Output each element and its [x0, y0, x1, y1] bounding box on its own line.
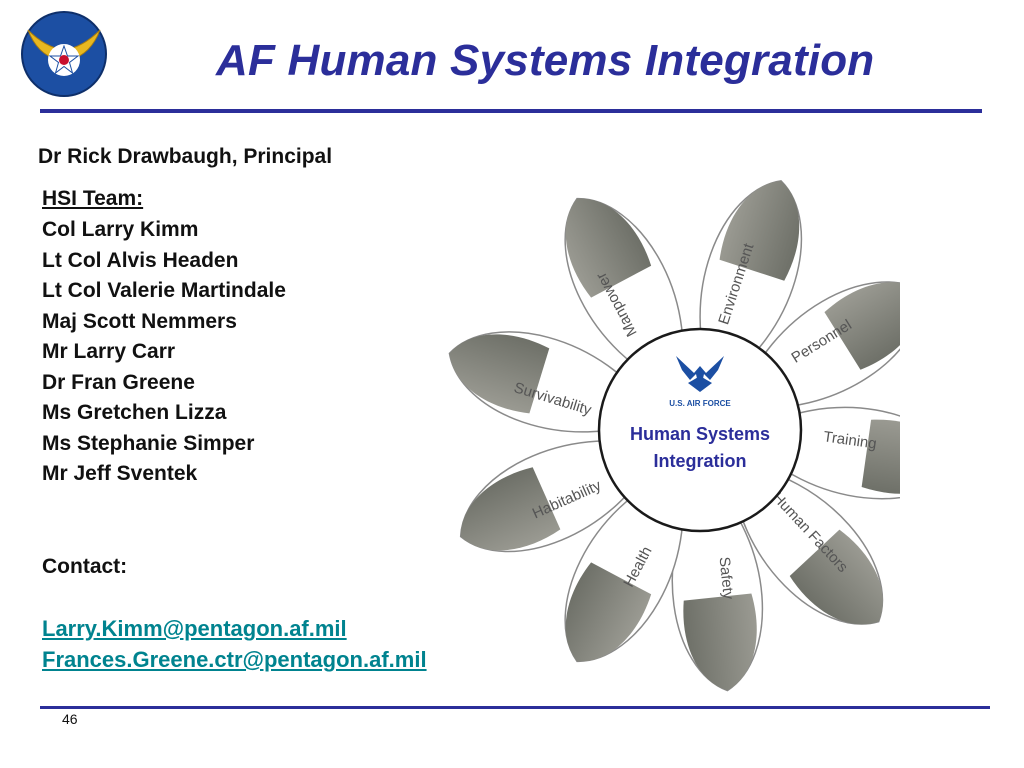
contact-label: Contact: — [42, 555, 128, 578]
hsi-team-section: HSI Team: Col Larry Kimm Lt Col Alvis He… — [42, 185, 286, 490]
petal-photo — [719, 180, 800, 281]
team-member: Lt Col Valerie Martindale — [42, 279, 286, 302]
center-label: Human Systems Integration — [600, 421, 800, 475]
petal-photo — [449, 334, 550, 414]
petal-photo — [565, 198, 652, 298]
page-number: 46 — [62, 711, 78, 727]
center-label-line1: Human Systems — [629, 424, 771, 444]
team-member: Ms Gretchen Lizza — [42, 401, 227, 424]
petal-photo — [565, 562, 652, 662]
team-member: Mr Larry Carr — [42, 340, 176, 363]
team-member: Ms Stephanie Simper — [42, 431, 255, 455]
us-air-force-wings-icon — [676, 356, 724, 392]
petal-photo — [460, 467, 561, 551]
petal-label-safety: Safety — [715, 556, 736, 601]
team-member: Maj Scott Nemmers — [42, 309, 237, 333]
center-label-line2: Integration — [653, 451, 747, 471]
air-force-logo-text: U.S. AIR FORCE — [669, 399, 731, 408]
team-member: Mr Jeff Sventek — [42, 462, 198, 485]
team-member: Dr Fran Greene — [42, 370, 195, 394]
email-link-kimm[interactable]: Larry.Kimm@pentagon.af.mil — [42, 616, 347, 641]
principal-name: Dr Rick Drawbaugh, Principal — [38, 145, 333, 168]
petal-photo — [861, 419, 900, 494]
team-heading: HSI Team: — [42, 187, 144, 210]
contact-links: Larry.Kimm@pentagon.af.mil Frances.Green… — [42, 613, 427, 675]
page-title: AF Human Systems Integration — [216, 36, 875, 85]
header-divider — [40, 109, 982, 113]
army-air-forces-roundel-icon — [21, 11, 107, 97]
email-link-greene[interactable]: Frances.Greene.ctr@pentagon.af.mil — [42, 647, 427, 672]
footer-divider — [40, 706, 990, 709]
team-member: Col Larry Kimm — [42, 218, 199, 241]
petal-photo — [683, 593, 757, 691]
petal-photo — [789, 529, 883, 625]
team-list: Col Larry Kimm Lt Col Alvis Headen Lt Co… — [42, 215, 286, 490]
petal-photo — [824, 282, 900, 370]
air-force-roundel-logo — [20, 10, 108, 98]
center-circle — [597, 327, 803, 533]
team-member: Lt Col Alvis Headen — [42, 248, 239, 272]
